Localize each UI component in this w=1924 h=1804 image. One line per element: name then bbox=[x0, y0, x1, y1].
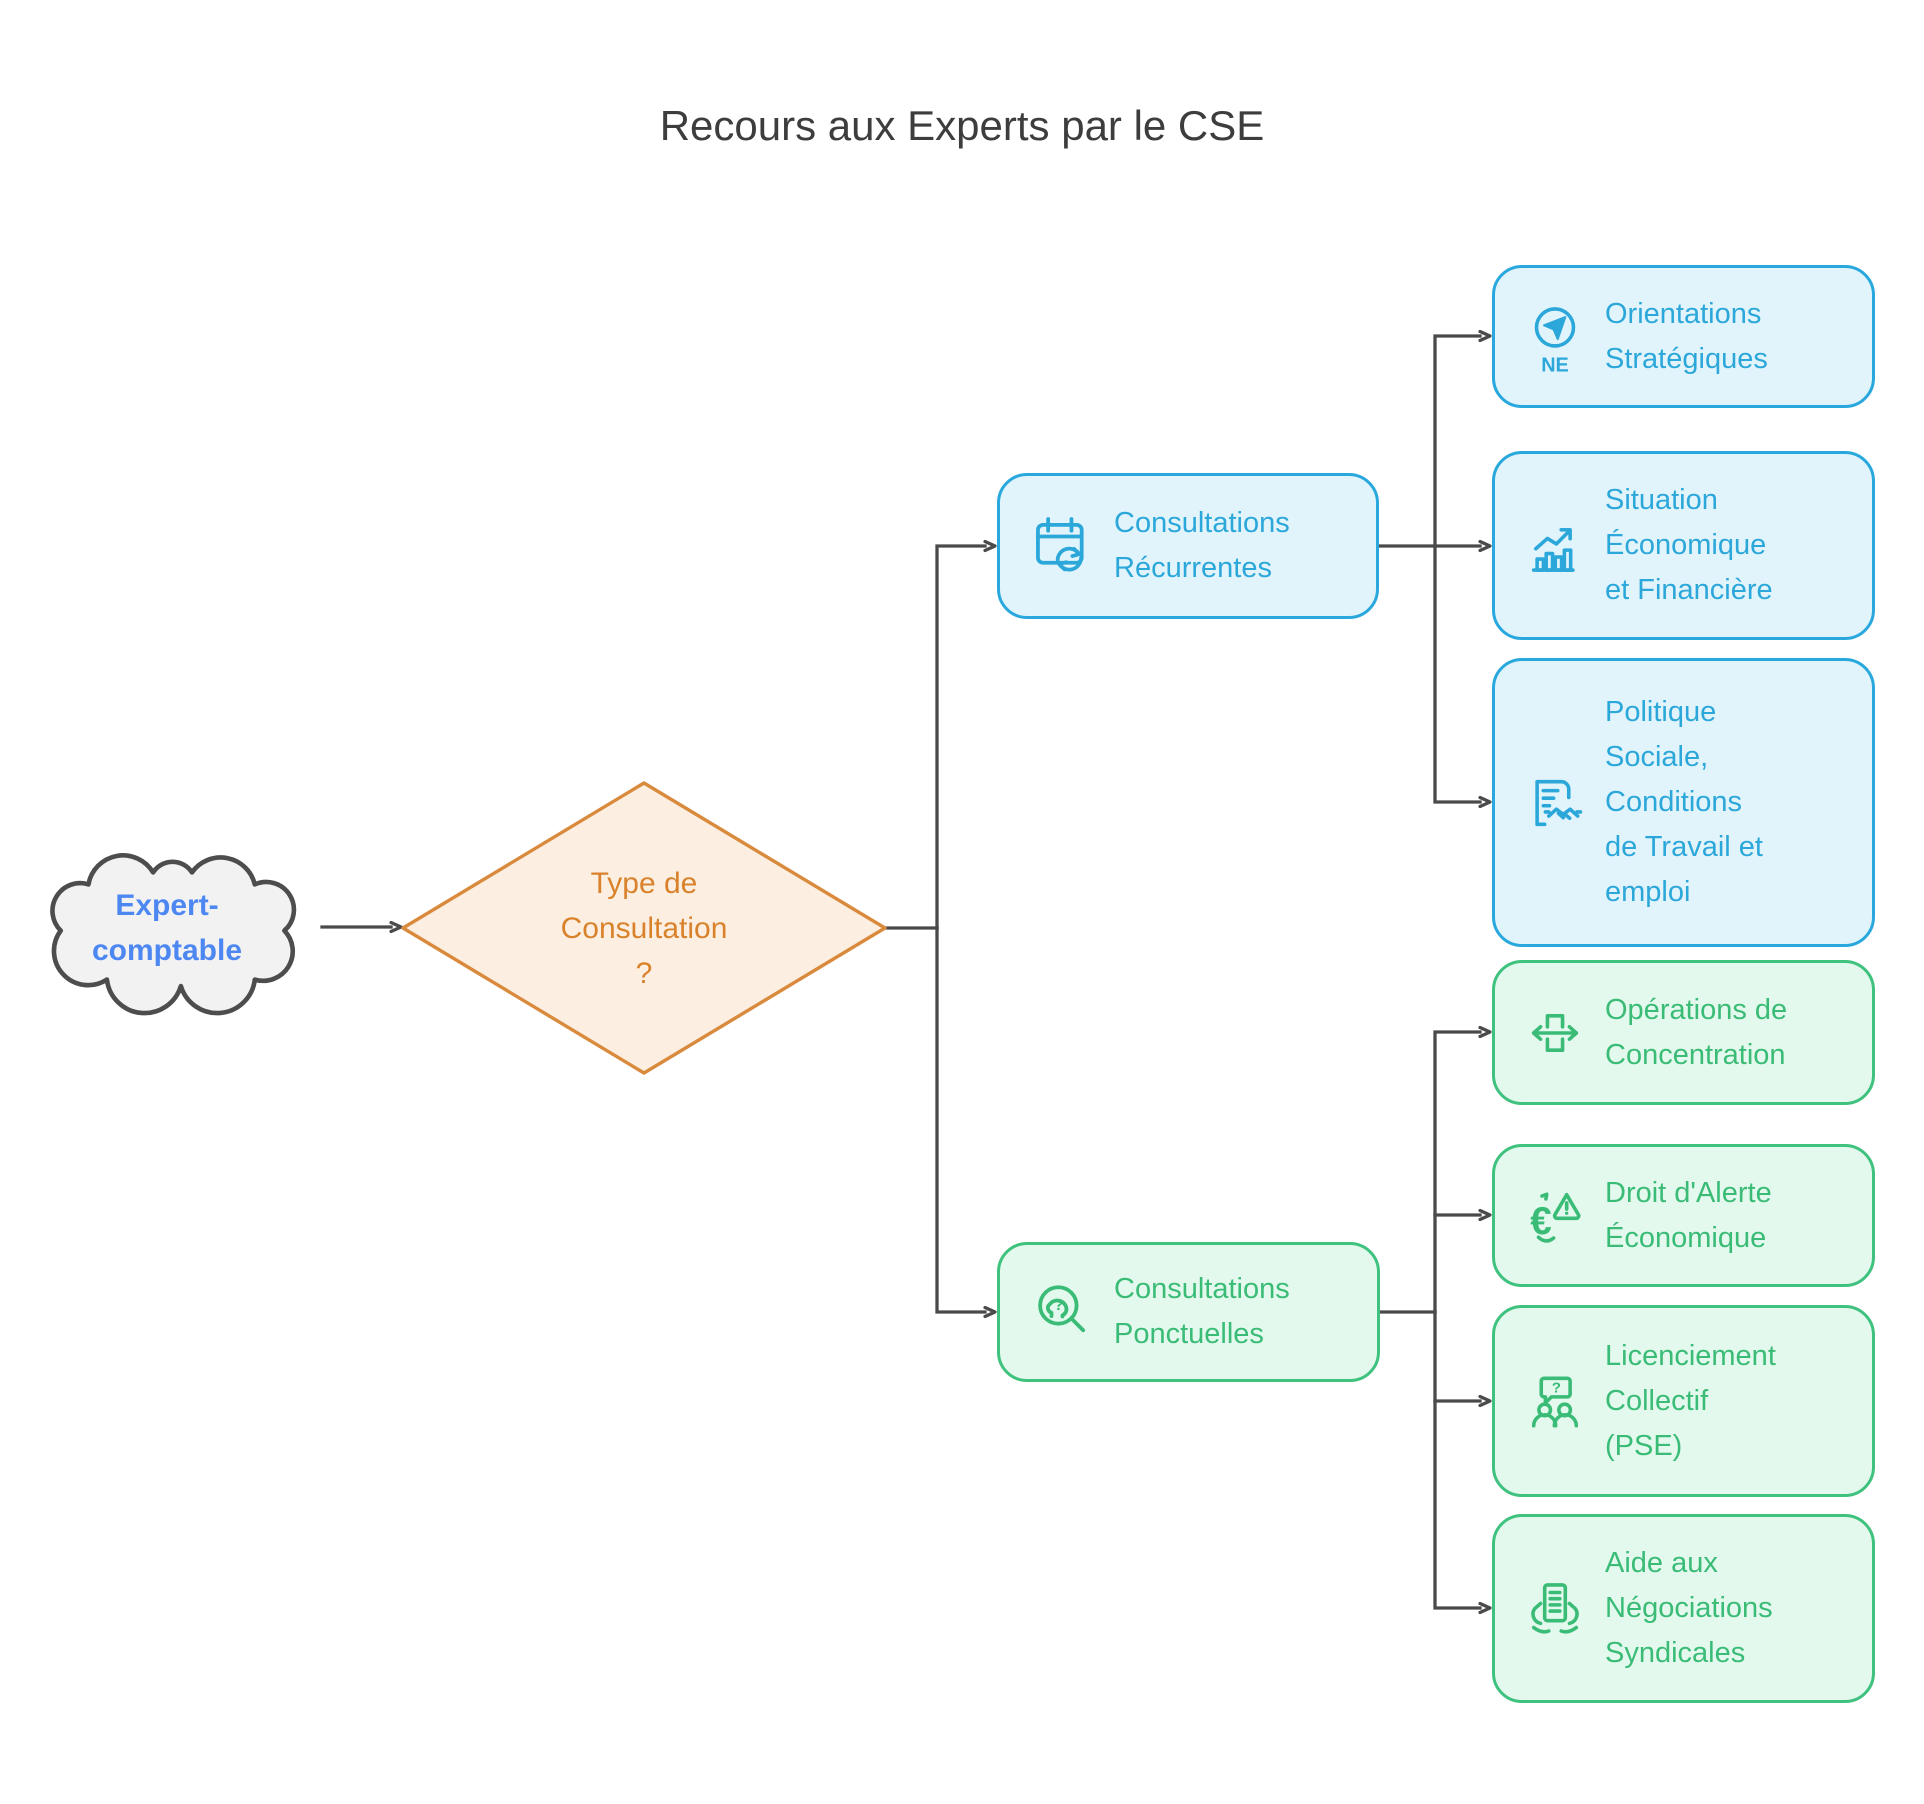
people-question-icon: ? bbox=[1522, 1368, 1588, 1434]
merge-arrows-icon bbox=[1522, 1000, 1588, 1066]
decision-diamond-shape bbox=[401, 781, 887, 1075]
node-label: Droit d'Alerte Économique bbox=[1605, 1176, 1772, 1254]
edge-decision-to-recurrentes bbox=[935, 539, 997, 930]
diagram-title: Recours aux Experts par le CSE bbox=[659, 102, 1265, 149]
node-label: Politique Sociale, Conditions de Travail… bbox=[1605, 696, 1763, 908]
node-consultations-recurrentes: Consultations Récurrentes bbox=[997, 473, 1379, 619]
node-label: Aide aux Négociations Syndicales bbox=[1605, 1547, 1773, 1669]
node-orientations-strategiques: NE Orientations Stratégiques bbox=[1492, 265, 1875, 408]
edge-ponctuelles-to-negociations bbox=[1433, 1399, 1492, 1615]
edge-decision-to-ponctuelles bbox=[935, 926, 997, 1319]
svg-text:?: ? bbox=[1552, 1379, 1561, 1396]
edge-ponctuelles-to-licenciement bbox=[1433, 1310, 1492, 1408]
node-aide-negociations-syndicales: Aide aux Négociations Syndicales bbox=[1492, 1514, 1875, 1703]
svg-text:NE: NE bbox=[1541, 354, 1569, 374]
node-droit-alerte-economique: € Droit d'Alerte Économique bbox=[1492, 1144, 1875, 1287]
svg-text:€: € bbox=[1530, 1199, 1551, 1242]
euro-alert-icon: € bbox=[1522, 1183, 1588, 1249]
edge-ponctuelles-to-operations bbox=[1433, 1025, 1492, 1314]
node-label: Licenciement Collectif (PSE) bbox=[1605, 1339, 1776, 1462]
node-label: Consultations Ponctuelles bbox=[1114, 1273, 1290, 1350]
node-consultations-ponctuelles: ? Consultations Ponctuelles bbox=[997, 1242, 1380, 1382]
node-label: Consultations Récurrentes bbox=[1114, 507, 1290, 584]
hands-document-icon bbox=[1522, 1576, 1588, 1642]
calendar-sync-icon bbox=[1027, 511, 1097, 581]
chart-growth-icon bbox=[1522, 513, 1588, 579]
node-licenciement-collectif: ? Licenciement Collectif (PSE) bbox=[1492, 1305, 1875, 1497]
magnifier-question-icon: ? bbox=[1027, 1277, 1097, 1347]
compass-ne-icon: NE bbox=[1522, 300, 1588, 374]
node-operations-concentration: Opérations de Concentration bbox=[1492, 960, 1875, 1105]
node-label: Orientations Stratégiques bbox=[1605, 297, 1768, 375]
cloud-shape bbox=[50, 853, 297, 1016]
node-expert-comptable: Expert- comptable bbox=[91, 889, 243, 967]
node-label: Situation Économique et Financière bbox=[1605, 484, 1773, 606]
document-handshake-icon bbox=[1522, 770, 1588, 836]
node-type-de-consultation: Type de Consultation ? bbox=[560, 867, 728, 990]
edge-recurrentes-to-politique bbox=[1433, 544, 1492, 809]
svg-text:?: ? bbox=[1054, 1296, 1064, 1314]
node-label: Opérations de Concentration bbox=[1605, 993, 1788, 1071]
node-politique-sociale: Politique Sociale, Conditions de Travail… bbox=[1492, 658, 1875, 947]
edge-recurrentes-to-orientations bbox=[1433, 329, 1492, 548]
node-situation-economique: Situation Économique et Financière bbox=[1492, 451, 1875, 640]
